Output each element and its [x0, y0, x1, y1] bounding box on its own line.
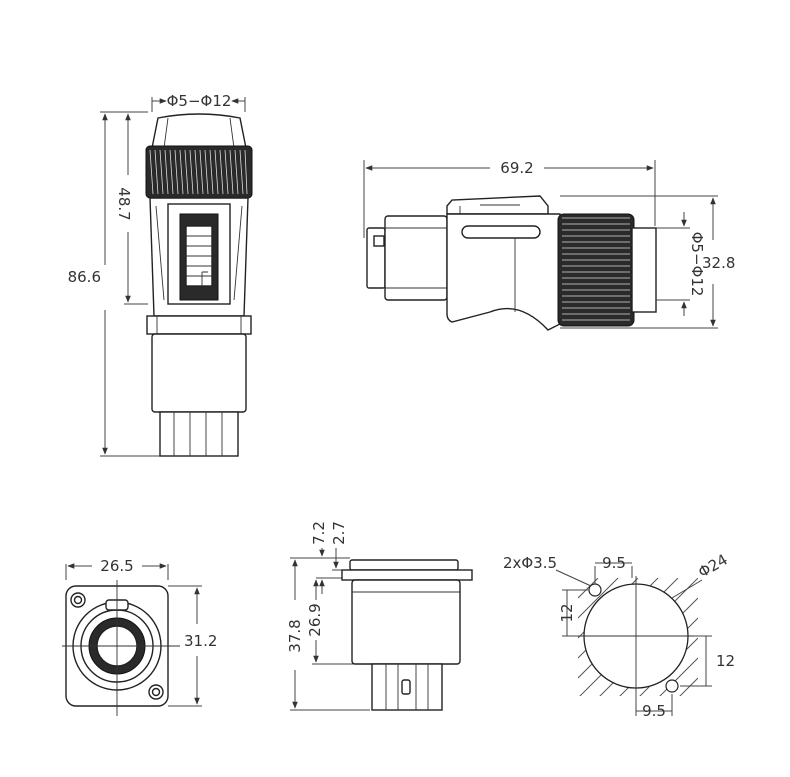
dim-panel-width: 26.5 [100, 557, 133, 575]
front-bezel [349, 559, 459, 571]
connector-side-view: Φ5−Φ12 86.6 48.7 [68, 92, 253, 457]
dim-panel-height: 31.2 [184, 632, 217, 650]
lower-housing [151, 333, 247, 413]
dim-body-depth: 26.9 [306, 603, 324, 636]
dim-offset-right: 12 [716, 652, 735, 670]
side-housing [351, 579, 461, 665]
flange [146, 315, 252, 335]
dim-hole-spacing-bottom: 9.5 [642, 702, 666, 720]
dim-offset-left: 12 [558, 603, 576, 622]
dim-length: 69.2 [500, 159, 533, 177]
dim-nut-height: 48.7 [115, 187, 133, 220]
dim-mount-holes: 2xΦ3.5 [503, 554, 557, 572]
mount-hole-bottom [665, 679, 679, 693]
dim-total-depth: 37.8 [286, 619, 304, 652]
front-cap [631, 227, 657, 313]
dim-flange-thickness: 2.7 [330, 521, 348, 545]
connector-front-view: 69.2 Φ5−Φ12 32.8 [363, 159, 735, 331]
dim-cutout-diameter: Φ24 [695, 550, 731, 581]
dim-flange-offset: 7.2 [310, 521, 328, 545]
dim-cable-diameter-side: Φ5−Φ12 [167, 92, 232, 110]
terminals [159, 411, 239, 457]
panel-flange [341, 569, 473, 581]
panel-socket-side-view: 7.2 2.7 37.8 26.9 [286, 521, 473, 711]
dim-height: 32.8 [702, 254, 735, 272]
panel-socket-front-view: 26.5 31.2 [62, 557, 217, 716]
dim-hole-spacing-top: 9.5 [602, 554, 626, 572]
dim-cable-diameter-front: Φ5−Φ12 [688, 232, 706, 297]
front-knurled-nut [557, 213, 635, 327]
cable-cap [151, 113, 247, 149]
dim-overall-length: 86.6 [68, 268, 101, 286]
front-body [446, 213, 561, 331]
panel-cutout-view: 2xΦ3.5 9.5 Φ24 12 12 9.5 [503, 550, 735, 720]
